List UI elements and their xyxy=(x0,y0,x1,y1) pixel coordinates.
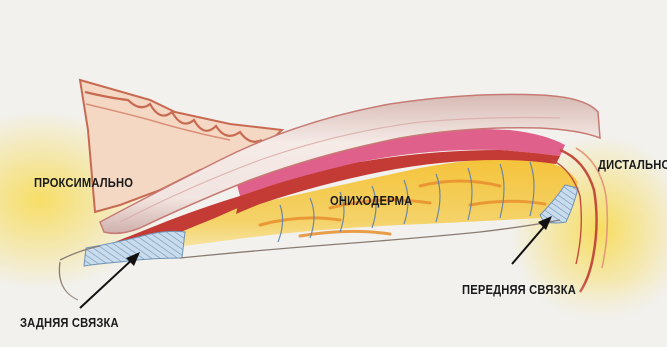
label-posterior-ligament: ЗАДНЯЯ СВЯЗКА xyxy=(20,315,119,330)
label-anterior-ligament: ПЕРЕДНЯЯ СВЯЗКА xyxy=(462,282,576,297)
label-distal: ДИСТАЛЬНО xyxy=(598,157,667,172)
label-proximal: ПРОКСИМАЛЬНО xyxy=(34,175,133,190)
label-onychodermis: ОНИХОДЕРМА xyxy=(330,193,412,208)
